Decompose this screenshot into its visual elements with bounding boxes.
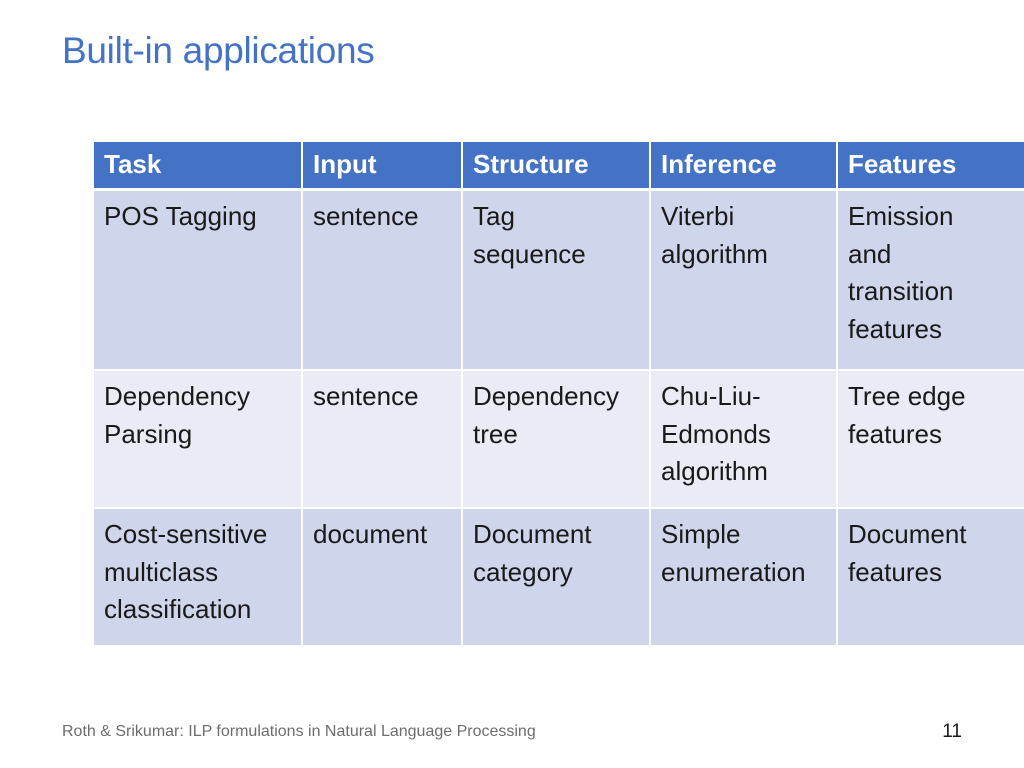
slide-title: Built-in applications xyxy=(62,30,375,71)
cell-line: category xyxy=(473,556,573,587)
page-number: 11 xyxy=(942,721,962,742)
cell-line: Document xyxy=(473,519,592,549)
cell-inference: Viterbi algorithm xyxy=(651,191,838,371)
cell-inference: Chu-Liu- Edmonds algorithm xyxy=(651,371,838,509)
table-header-row: Task Input Structure Inference Features xyxy=(94,142,1024,191)
cell-line: Tree edge xyxy=(848,381,966,411)
cell-line: features xyxy=(848,418,942,449)
cell-line: Dependency xyxy=(473,381,619,411)
cell-task: Cost-sensitive multiclass classification xyxy=(94,509,303,647)
table-row: Cost-sensitive multiclass classification… xyxy=(94,509,1024,647)
applications-table: Task Input Structure Inference Features … xyxy=(94,142,1024,647)
cell-input: sentence xyxy=(303,371,463,509)
cell-line: Cost-sensitive xyxy=(104,519,268,549)
cell-structure: Dependency tree xyxy=(463,371,651,509)
cell-line: Edmonds xyxy=(661,418,771,449)
cell-line: Parsing xyxy=(104,418,193,449)
cell-features: Tree edge features xyxy=(838,371,1024,509)
cell-line: algorithm xyxy=(661,238,768,269)
cell-task: Dependency Parsing xyxy=(94,371,303,509)
cell-features: Emission and transition features xyxy=(838,191,1024,371)
cell-line: features xyxy=(848,556,942,587)
cell-line: Tag xyxy=(473,201,515,231)
header-inference: Inference xyxy=(651,142,838,191)
cell-line: POS Tagging xyxy=(104,201,257,231)
header-structure: Structure xyxy=(463,142,651,191)
cell-inference: Simple enumeration xyxy=(651,509,838,647)
cell-line: algorithm xyxy=(661,456,768,486)
header-features: Features xyxy=(838,142,1024,191)
cell-structure: Document category xyxy=(463,509,651,647)
cell-input: document xyxy=(303,509,463,647)
cell-task: POS Tagging xyxy=(94,191,303,371)
header-input: Input xyxy=(303,142,463,191)
cell-line: Dependency xyxy=(104,381,250,411)
cell-line: Emission xyxy=(848,201,954,231)
cell-line: sentence xyxy=(313,201,419,231)
table-row: Dependency Parsing sentence Dependency t… xyxy=(94,371,1024,509)
cell-line: and xyxy=(848,238,892,269)
cell-structure: Tag sequence xyxy=(463,191,651,371)
cell-line: Viterbi xyxy=(661,201,735,231)
footer-text: Roth & Srikumar: ILP formulations in Nat… xyxy=(62,723,536,740)
cell-line: document xyxy=(313,519,428,549)
table-row: POS Tagging sentence Tag sequence Viterb… xyxy=(94,191,1024,371)
cell-line: sentence xyxy=(313,381,419,411)
cell-features: Document features xyxy=(838,509,1024,647)
cell-line: sequence xyxy=(473,238,586,269)
cell-line: transition xyxy=(848,276,954,306)
cell-line: Simple xyxy=(661,519,741,549)
cell-line: features xyxy=(848,313,942,344)
cell-line: classification xyxy=(104,594,252,624)
header-task: Task xyxy=(94,142,303,191)
cell-line: tree xyxy=(473,418,518,449)
cell-input: sentence xyxy=(303,191,463,371)
cell-line: Chu-Liu- xyxy=(661,381,761,411)
cell-line: multiclass xyxy=(104,556,219,587)
cell-line: Document xyxy=(848,519,967,549)
cell-line: enumeration xyxy=(661,556,806,587)
